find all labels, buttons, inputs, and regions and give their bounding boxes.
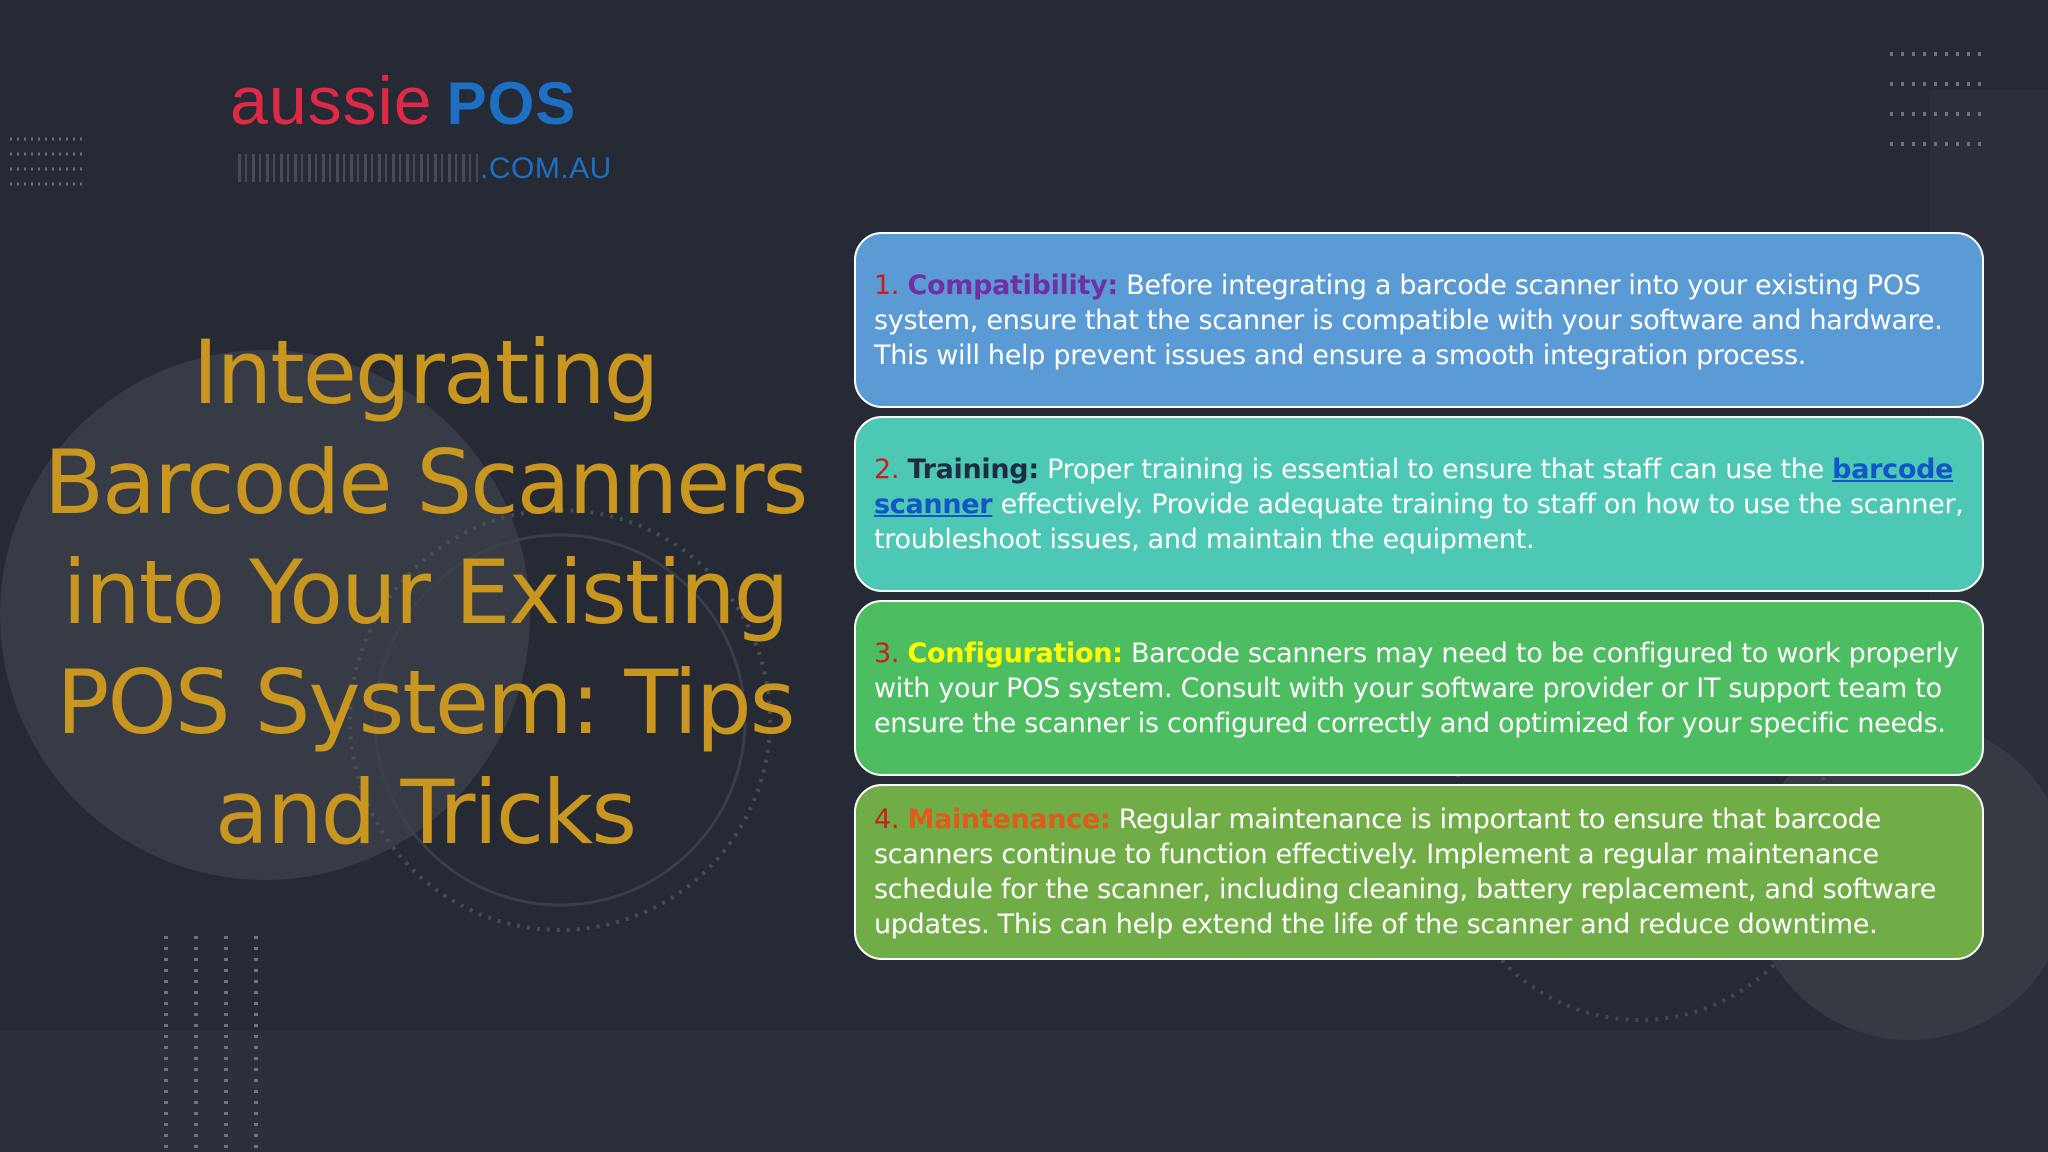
dot-grid-left bbox=[10, 137, 86, 186]
title-line: Barcode Scanners bbox=[43, 431, 809, 534]
tip-card-compatibility: 1. Compatibility: Before integrating a b… bbox=[854, 232, 1984, 408]
title-line: POS System: Tips bbox=[56, 651, 795, 754]
tip-card-training: 2. Training: Proper training is essentia… bbox=[854, 416, 1984, 592]
logo-barcode-graphic bbox=[238, 154, 478, 182]
logo-word-aussie: aussie bbox=[230, 63, 433, 139]
tip-number: 4. bbox=[874, 804, 900, 835]
tip-body: Barcode scanners may need to be configur… bbox=[874, 637, 1959, 739]
tip-text: 4. Maintenance: Regular maintenance is i… bbox=[874, 802, 1964, 942]
tip-heading: Configuration: bbox=[907, 637, 1123, 669]
tip-number: 2. bbox=[874, 453, 900, 485]
tip-body: Regular maintenance is important to ensu… bbox=[874, 804, 1937, 940]
tip-body-continued: effectively. Provide adequate training t… bbox=[874, 488, 1964, 555]
tip-body: Proper training is essential to ensure t… bbox=[1038, 453, 1833, 485]
tip-number: 3. bbox=[874, 637, 900, 669]
tip-heading: Compatibility: bbox=[907, 269, 1118, 301]
tip-text: 1. Compatibility: Before integrating a b… bbox=[874, 268, 1964, 373]
title-line: into Your Existing bbox=[62, 541, 790, 644]
title-line: Integrating bbox=[192, 321, 660, 424]
logo-word-pos: POS bbox=[446, 70, 577, 137]
title-line: and Tricks bbox=[214, 761, 637, 864]
slide-title: Integrating Barcode Scanners into Your E… bbox=[40, 318, 810, 868]
logo-domain: .COM.AU bbox=[480, 152, 612, 185]
tip-text: 3. Configuration: Barcode scanners may n… bbox=[874, 636, 1964, 741]
tip-number: 1. bbox=[874, 269, 900, 301]
barcode-scanner-link[interactable]: barcode scanner bbox=[874, 453, 1954, 520]
tip-text: 2. Training: Proper training is essentia… bbox=[874, 452, 1964, 557]
dot-grid-bottom-left bbox=[164, 936, 258, 1152]
dot-grid-top-right bbox=[1890, 52, 1986, 146]
tip-heading: Training: bbox=[907, 453, 1039, 485]
tip-card-configuration: 3. Configuration: Barcode scanners may n… bbox=[854, 600, 1984, 776]
tip-card-maintenance: 4. Maintenance: Regular maintenance is i… bbox=[854, 784, 1984, 960]
tip-body: Before integrating a barcode scanner int… bbox=[874, 269, 1943, 371]
tip-heading: Maintenance: bbox=[907, 804, 1111, 835]
